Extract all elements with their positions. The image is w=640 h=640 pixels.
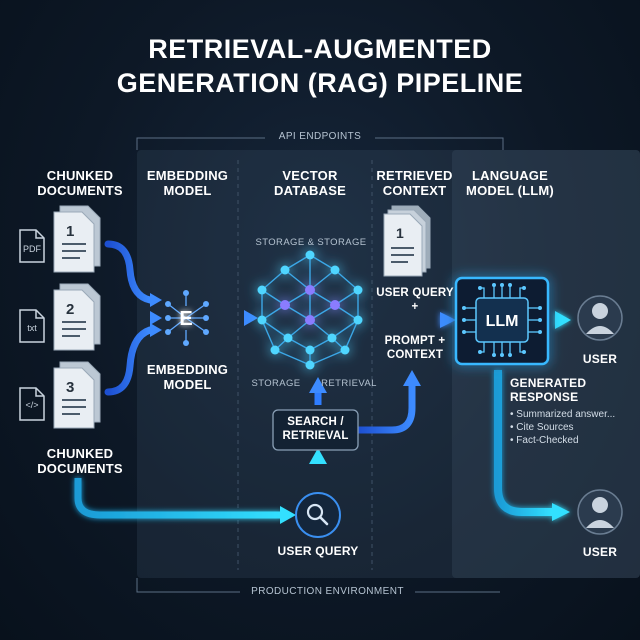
storage-top-label: STORAGE & STORAGE [255, 237, 367, 248]
header-language-model: LANGUAGE MODEL (LLM) [455, 168, 565, 198]
embedding-letter: E [179, 308, 192, 330]
production-environment-label: PRODUCTION ENVIRONMENT [251, 586, 404, 597]
chunked-documents-bottom-label: CHUNKED DOCUMENTS [20, 446, 140, 476]
llm-chip-label: LLM [486, 313, 519, 330]
embedding-model-line1: EMBEDDING [146, 362, 229, 377]
title-line-2: GENERATION (RAG) PIPELINE [116, 68, 524, 98]
generated-response-line1: GENERATED [510, 376, 587, 390]
doc-number-1: 1 [66, 223, 74, 240]
code-label: </> [25, 400, 38, 410]
user-avatar-bottom-icon [577, 489, 623, 535]
user-query-plus-label: USER QUERY + [372, 286, 458, 314]
header-vector-line1: VECTOR [282, 168, 338, 183]
prompt-context-label: PROMPT + CONTEXT [372, 334, 458, 362]
embedding-model-label: EMBEDDING MODEL [135, 362, 240, 392]
user-top-label: USER [582, 352, 618, 366]
header-retrieved-context: RETRIEVED CONTEXT [372, 168, 457, 198]
generated-response-label: GENERATED RESPONSE [510, 376, 610, 404]
generated-response-line2: RESPONSE [510, 390, 579, 404]
header-embedding-model: EMBEDDING MODEL [135, 168, 240, 198]
header-retrieved-line2: CONTEXT [382, 183, 447, 198]
document-stack-1 [53, 205, 101, 273]
retrieved-doc-number: 1 [396, 225, 404, 241]
bullet-item: Cite Sources [510, 421, 635, 434]
txt-label: txt [27, 323, 37, 333]
storage-bottom-label: STORAGE [251, 378, 301, 389]
header-vector-line2: DATABASE [274, 183, 346, 198]
user-bottom-label: USER [582, 545, 618, 559]
chunked-bottom-line1: CHUNKED [46, 446, 114, 461]
doc-to-embedding-arrows [104, 240, 154, 396]
embedding-network-icon [167, 295, 207, 341]
user-query-line2: + [411, 301, 419, 313]
header-embedding-line2: MODEL [163, 183, 212, 198]
prompt-context-line1: PROMPT + [384, 335, 446, 347]
bullet-item: Fact-Checked [510, 434, 635, 447]
search-retrieval-line1: SEARCH / [287, 416, 344, 428]
header-language-line1: LANGUAGE [472, 168, 548, 183]
bullet-item: Summarized answer... [510, 408, 635, 421]
embedding-model-line2: MODEL [163, 377, 212, 392]
retrieved-document-stack [383, 205, 431, 277]
header-embedding-line1: EMBEDDING [146, 168, 229, 183]
txt-file-icon [19, 309, 45, 343]
user-avatar-top-icon [577, 295, 623, 341]
page-title: RETRIEVAL-AUGMENTED GENERATION (RAG) PIP… [0, 32, 640, 100]
header-chunked-documents: CHUNKED DOCUMENTS [20, 168, 140, 198]
doc-number-2: 2 [66, 301, 74, 318]
vector-graph-icon [257, 250, 363, 370]
title-line-1: RETRIEVAL-AUGMENTED [148, 34, 492, 64]
llm-chip-icon [454, 276, 550, 366]
header-language-line2: MODEL (LLM) [466, 183, 554, 198]
pdf-file-icon [19, 229, 45, 263]
search-icon [295, 492, 341, 538]
search-retrieval-box [272, 409, 359, 451]
chunked-bottom-line2: DOCUMENTS [37, 461, 123, 476]
api-endpoints-label: API ENDPOINTS [278, 131, 362, 142]
user-query-line1: USER QUERY [376, 287, 454, 299]
doc-number-3: 3 [66, 379, 74, 396]
header-vector-database: VECTOR DATABASE [250, 168, 370, 198]
document-stack-3 [53, 361, 101, 429]
prompt-context-line2: CONTEXT [386, 349, 444, 361]
header-chunked-line1: CHUNKED [46, 168, 114, 183]
document-stack-2 [53, 283, 101, 351]
retrieval-bottom-label: RETRIEVAL [321, 378, 377, 389]
user-query-bottom-label: USER QUERY [277, 544, 359, 558]
response-bullets: Summarized answer... Cite Sources Fact-C… [510, 408, 635, 447]
header-chunked-line2: DOCUMENTS [37, 183, 123, 198]
code-file-icon [19, 387, 45, 421]
search-retrieval-line2: RETRIEVAL [282, 430, 349, 442]
header-retrieved-line1: RETRIEVED [376, 168, 453, 183]
search-retrieval-label[interactable]: SEARCH / RETRIEVAL [273, 415, 358, 443]
pdf-label: PDF [23, 244, 42, 254]
